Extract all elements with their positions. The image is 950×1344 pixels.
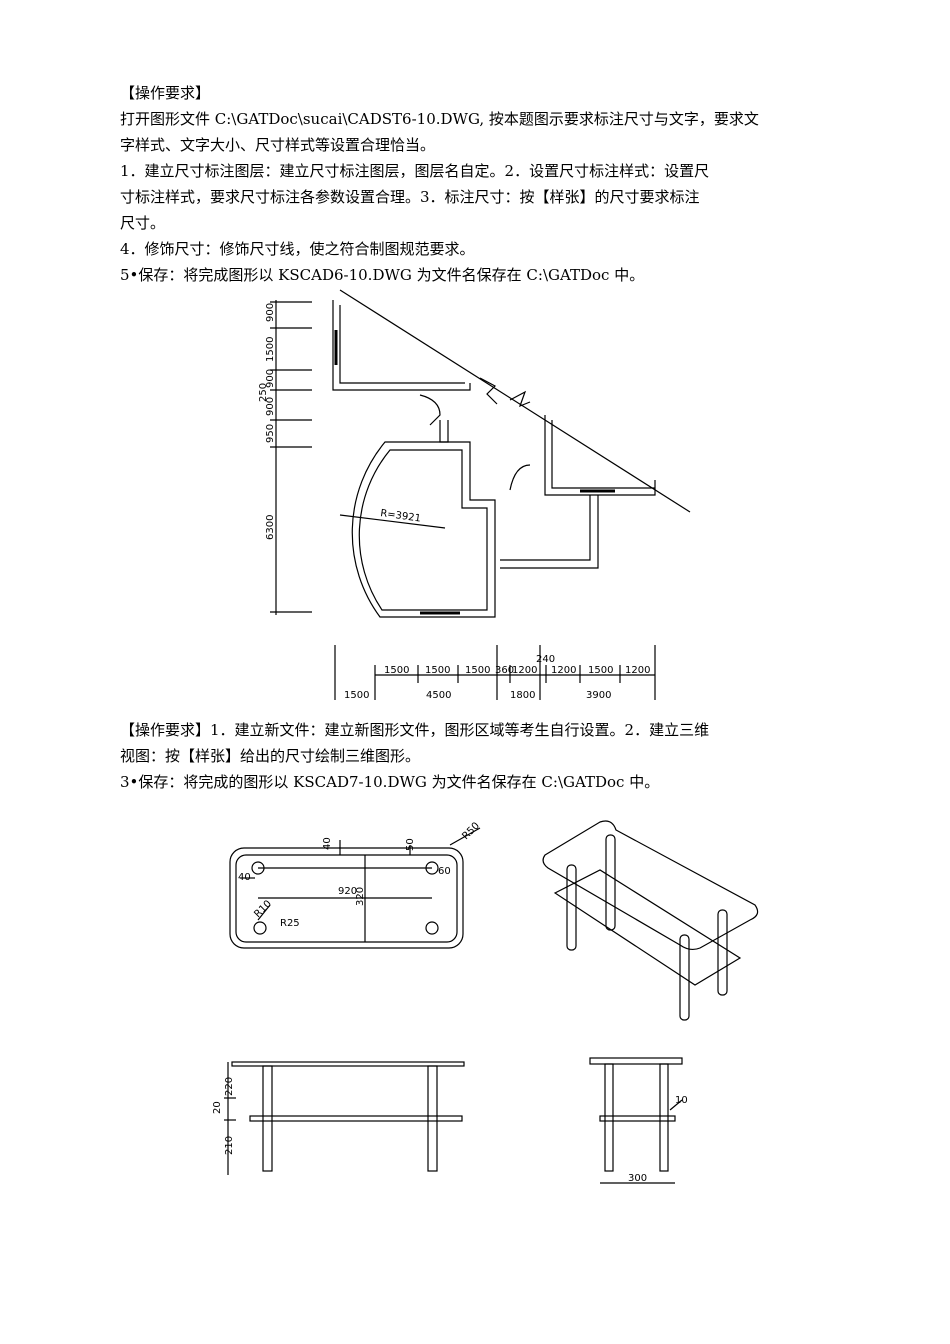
section-1-line: 打开图形文件 C:\GATDoc\sucai\CADST6-10.DWG, 按本… [120,110,759,128]
section-2-line: 视图：按【样张】给出的尺寸绘制三维图形。 [120,747,421,765]
dim-bottom: 1500 [588,665,613,676]
dim-left: 250 [258,383,269,402]
dim-bottom: 1500 [465,665,490,676]
dim-left: 900 [265,303,276,322]
section-1-line: 5•保存：将完成图形以 KSCAD6-10.DWG 为文件名保存在 C:\GAT… [120,266,645,284]
section-1-text: 【操作要求】 打开图形文件 C:\GATDoc\sucai\CADST6-10.… [120,80,840,288]
table-top-dim: R10 [252,898,274,920]
dim-bottom-total: 1800 [510,690,535,701]
dim-left: 900 [265,397,276,416]
section-1-line: 字样式、文字大小、尺寸样式等设置合理恰当。 [120,136,436,154]
table-top-dim: 60 [438,866,451,877]
table-front-dim: 220 [224,1077,235,1096]
section-1-line: 尺寸。 [120,214,166,232]
dim-bottom: 1500 [425,665,450,676]
dim-bottom-total: 3900 [586,690,611,701]
section-2-line: 【操作要求】1．建立新文件：建立新图形文件，图形区域等考生自行设置。2．建立三维 [120,721,710,739]
dim-bottom-total: 1500 [344,690,369,701]
table-top-dim: 40 [238,872,251,883]
section-2-text: 【操作要求】1．建立新文件：建立新图形文件，图形区域等考生自行设置。2．建立三维… [120,717,840,795]
table-top-dim: 920 [338,886,357,897]
dim-left: 900 [265,369,276,388]
section-1-line: 1．建立尺寸标注图层：建立尺寸标注图层，图层名自定。2．设置尺寸标注样式：设置尺 [120,162,710,180]
dim-bottom: 1200 [625,665,650,676]
dim-bottom: 360 [495,665,514,676]
dim-bottom: 240 [536,654,555,665]
table-front-dim: 20 [212,1101,223,1114]
section-2-line: 3•保存：将完成的图形以 KSCAD7-10.DWG 为文件名保存在 C:\GA… [120,773,660,791]
section-1-heading: 【操作要求】 [120,84,211,102]
table-top-dim: R50 [460,820,482,842]
table-top-dim: R25 [280,918,300,929]
table-side-dim: 300 [628,1173,647,1184]
section-1-line: 寸标注样式，要求尺寸标注各参数设置合理。3．标注尺寸：按【样张】的尺寸要求标注 [120,188,700,206]
section-1-line: 4．修饰尺寸：修饰尺寸线，使之符合制图规范要求。 [120,240,475,258]
dim-left: 950 [265,424,276,443]
dim-left: 1500 [265,337,276,362]
dim-bottom-total: 4500 [426,690,451,701]
dim-bottom: 1500 [384,665,409,676]
dim-bottom: 1200 [512,665,537,676]
table-top-dim: 50 [405,838,416,851]
table-top-dim: 40 [322,837,333,850]
dim-bottom: 1200 [551,665,576,676]
table-top-dim: 320 [355,887,366,906]
dim-left: 6300 [265,515,276,540]
table-side-dim: 10 [675,1095,688,1106]
table-front-dim: 210 [224,1136,235,1155]
